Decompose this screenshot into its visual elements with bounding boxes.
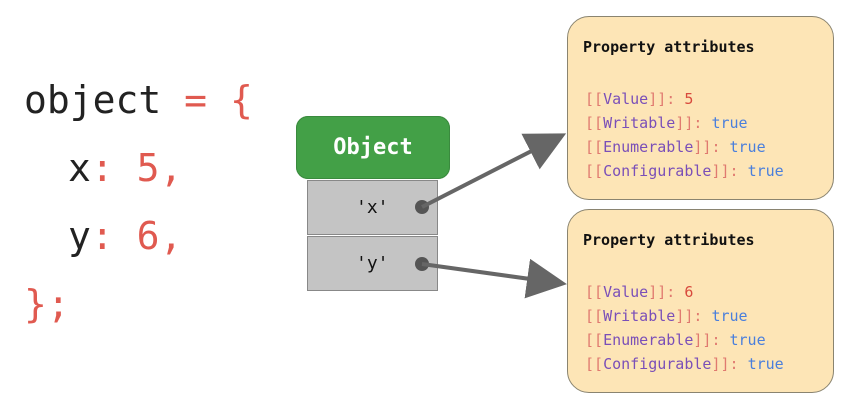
code-open-brace: { xyxy=(229,78,253,122)
object-header-label: Object xyxy=(333,135,413,160)
code-comma-x: , xyxy=(159,146,183,190)
panel-title: Property attributes xyxy=(583,38,755,56)
code-key-y: y xyxy=(68,214,91,258)
object-prop-y-label: 'y' xyxy=(356,253,389,274)
arrow-x-to-panel-1 xyxy=(421,133,567,209)
object-header: Object xyxy=(296,116,450,179)
code-comma-y: , xyxy=(159,214,183,258)
attr-value: [[Value]]: 6 xyxy=(585,283,694,301)
code-colon-x: : xyxy=(90,146,114,190)
attribute-list: [[Value]]: 6 [[Writable]]: true [[Enumer… xyxy=(585,280,784,376)
attr-enumerable: [[Enumerable]]: true xyxy=(585,138,766,156)
code-close: }; xyxy=(24,282,70,326)
attr-writable: [[Writable]]: true xyxy=(585,114,748,132)
code-colon-y: : xyxy=(90,214,114,258)
code-var-name: object xyxy=(24,78,162,122)
attribute-list: [[Value]]: 5 [[Writable]]: true [[Enumer… xyxy=(585,87,784,183)
code-block: object = { x: 5, y: 6, }; xyxy=(24,66,253,338)
code-key-x: x xyxy=(68,146,91,190)
code-value-x: 5 xyxy=(136,146,160,190)
code-line-1: object = { xyxy=(24,66,253,134)
panel-title: Property attributes xyxy=(583,231,755,249)
object-prop-x-label: 'x' xyxy=(356,197,389,218)
attributes-panel-x: Property attributes [[Value]]: 5 [[Writa… xyxy=(567,16,834,200)
attr-value: [[Value]]: 5 xyxy=(585,90,694,108)
code-equals: = xyxy=(184,78,208,122)
arrow-y-to-panel-2 xyxy=(421,258,567,299)
attributes-panel-y: Property attributes [[Value]]: 6 [[Writa… xyxy=(567,209,834,393)
code-value-y: 6 xyxy=(136,214,160,258)
code-line-4: }; xyxy=(24,270,253,338)
code-line-2: x: 5, xyxy=(24,134,253,202)
attr-configurable: [[Configurable]]: true xyxy=(585,162,784,180)
attr-writable: [[Writable]]: true xyxy=(585,307,748,325)
attr-enumerable: [[Enumerable]]: true xyxy=(585,331,766,349)
code-line-3: y: 6, xyxy=(24,202,253,270)
attr-configurable: [[Configurable]]: true xyxy=(585,355,784,373)
